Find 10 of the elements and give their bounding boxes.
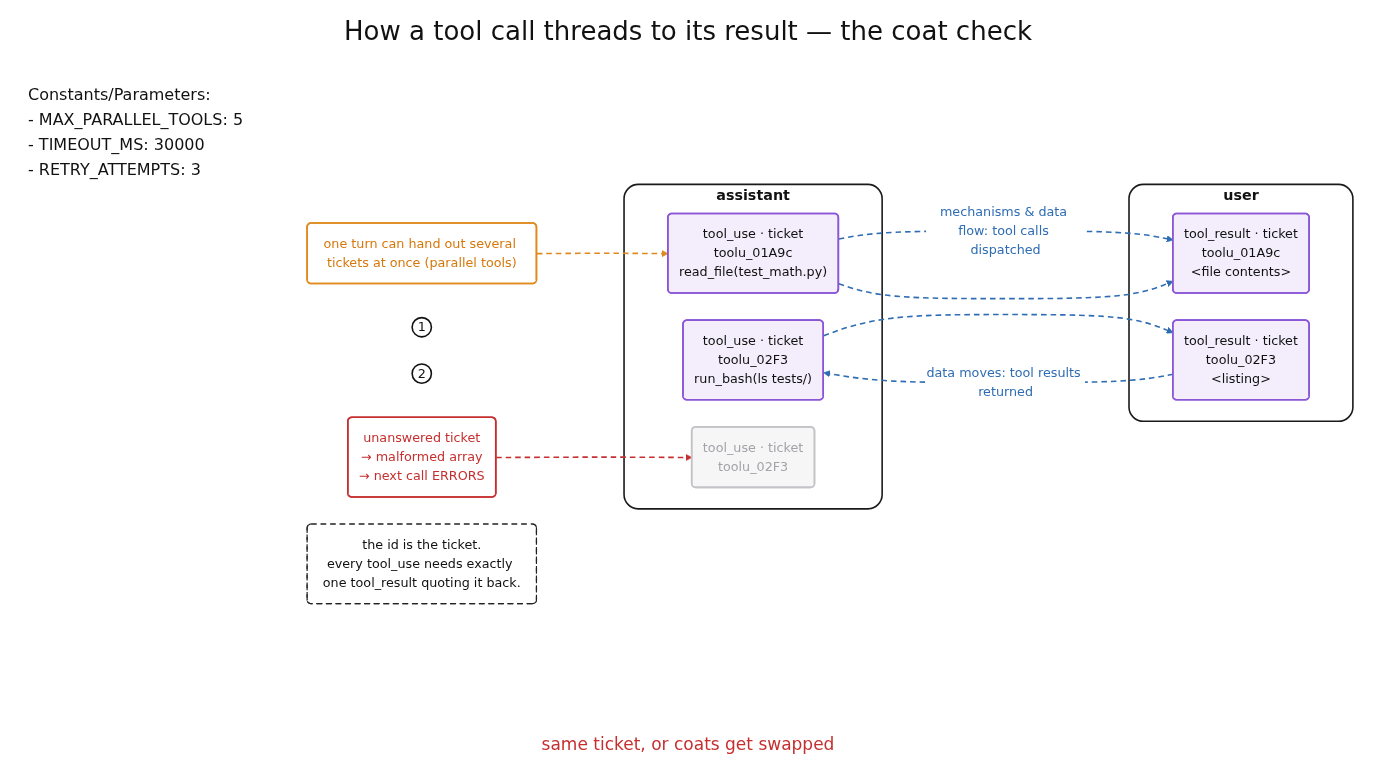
parameter-text: Constants/Parameters: — [28, 84, 212, 106]
parameter-text: - TIMEOUT_MS: 30000 — [28, 134, 206, 156]
node-circle: 2 — [411, 363, 433, 384]
parameter-text: - RETRY_ATTEMPTS: 3 — [28, 159, 202, 181]
diagram-title: How a tool call threads to its result — the coat check — [343, 16, 1033, 46]
edge-label: mechanisms & data flow: tool calls dispatched — [939, 203, 1068, 258]
node-circle: 1 — [411, 316, 433, 338]
annotation-text: same ticket, or coats get swapped — [541, 734, 835, 754]
edge-label: data moves: tool results returned — [926, 365, 1081, 400]
parameter-text: - MAX_PARALLEL_TOOLS: 5 — [28, 109, 244, 131]
